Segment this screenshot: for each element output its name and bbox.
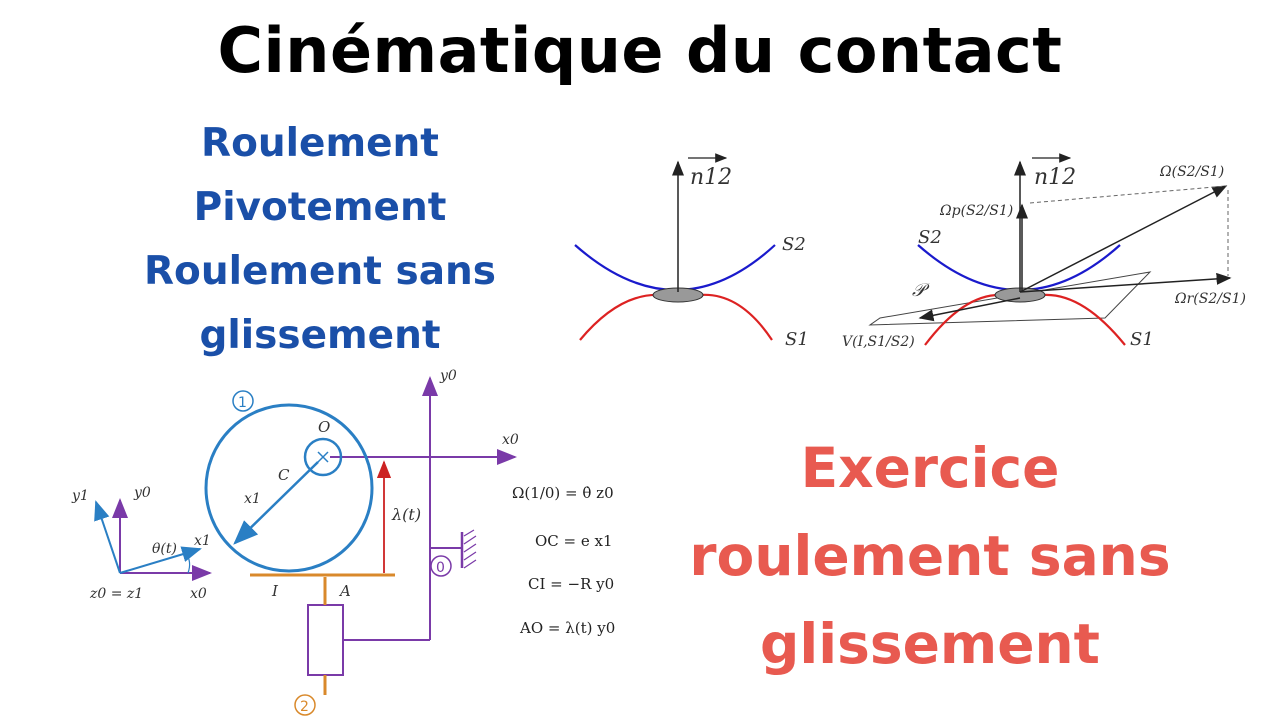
solid-s1-curve	[699, 293, 773, 341]
normal-label: n12	[1034, 165, 1076, 190]
point-i-label: I	[271, 582, 279, 600]
y1-axis	[94, 500, 121, 574]
exercise-line: Exercice	[800, 436, 1060, 500]
point-a-label: A	[338, 582, 351, 600]
s1-label: S1	[1130, 329, 1154, 350]
contact-diagram-right: n12 Ω(S2/S1) Ωp(S2/S1) Ωr(S2/S1) V(I,S1/…	[842, 153, 1246, 350]
frame-sketch: y1 y0 θ(t) x1 z0 = z1 x0	[71, 485, 212, 602]
wheel-number: 1	[238, 395, 247, 411]
velocity-arrow	[918, 297, 1021, 322]
s2-label: S2	[918, 227, 942, 248]
exercise-line: roulement sans	[689, 524, 1171, 588]
equation: CI = −R y0	[528, 575, 614, 593]
solid-s2-curve	[917, 244, 1121, 292]
rolling-arrow	[1019, 272, 1232, 293]
wheel-number-marker	[232, 390, 254, 412]
theta-arc	[185, 552, 191, 574]
ground-hatch	[463, 529, 477, 569]
page-title: Cinématique du contact	[217, 14, 1063, 87]
exercise-line: glissement	[760, 612, 1100, 676]
topic-item: Roulement	[201, 121, 439, 166]
frame-number: 0	[436, 560, 445, 576]
center-label: O	[318, 418, 330, 436]
x0-label: x0	[190, 586, 207, 602]
topic-item: Roulement sans	[144, 249, 496, 294]
x1-label: x1	[244, 491, 261, 507]
rolling-label: Ωr(S2/S1)	[1174, 291, 1246, 307]
x1-label: x1	[194, 533, 211, 549]
s1-label: S1	[785, 329, 809, 350]
topic-item: Pivotement	[193, 185, 447, 230]
plane-label: 𝒫	[912, 280, 930, 301]
normal-label: n12	[690, 165, 732, 190]
s2-label: S2	[782, 234, 806, 255]
rotation-label: Ω(S2/S1)	[1159, 164, 1224, 180]
equation: OC = e x1	[535, 532, 613, 550]
y0-label: y0	[133, 485, 151, 501]
contact-diagram-left: n12 S2 S1	[574, 153, 809, 350]
wheel-axle	[303, 437, 343, 477]
slider-number-marker	[294, 694, 316, 716]
solid-s1-curve	[579, 293, 663, 341]
y1-label: y1	[71, 488, 89, 504]
projection-dash	[1029, 185, 1227, 204]
slider-number: 2	[300, 699, 309, 715]
tangent-plane	[868, 271, 1152, 326]
solid-s1-curve	[1041, 293, 1126, 346]
pivot-label: Ωp(S2/S1)	[939, 203, 1013, 219]
solid-s2-curve	[574, 244, 776, 292]
rotation-arrow	[1019, 185, 1228, 293]
topic-list: Roulement Pivotement Roulement sans glis…	[120, 112, 520, 368]
point-c-label: C	[278, 466, 290, 484]
mechanism-diagram: λ(t) 1 O C x1 I A y0 x0 0 2	[204, 368, 519, 716]
theta-label: θ(t)	[152, 541, 177, 557]
topic-item: glissement	[199, 313, 441, 358]
exercise-heading: Exercice roulement sans glissement	[660, 424, 1200, 688]
z-eq-label: z0 = z1	[89, 586, 143, 602]
equation: Ω(1/0) = θ̇ z0	[512, 484, 614, 502]
x1-arrow	[233, 461, 319, 545]
velocity-label: V(I,S1/S2)	[842, 334, 915, 350]
frame-number-marker	[430, 555, 452, 577]
equation: AO = λ(t) y0	[519, 619, 615, 637]
equation-list: Ω(1/0) = θ̇ z0 OC = e x1 CI = −R y0 AO =…	[512, 484, 615, 637]
slider-body	[307, 604, 344, 676]
wheel-disc	[204, 403, 374, 573]
solid-s1-curve	[924, 293, 1005, 346]
axle-cross	[317, 451, 329, 463]
y0-label: y0	[439, 368, 457, 384]
lambda-label: λ(t)	[391, 505, 421, 524]
x0-label: x0	[502, 432, 519, 448]
